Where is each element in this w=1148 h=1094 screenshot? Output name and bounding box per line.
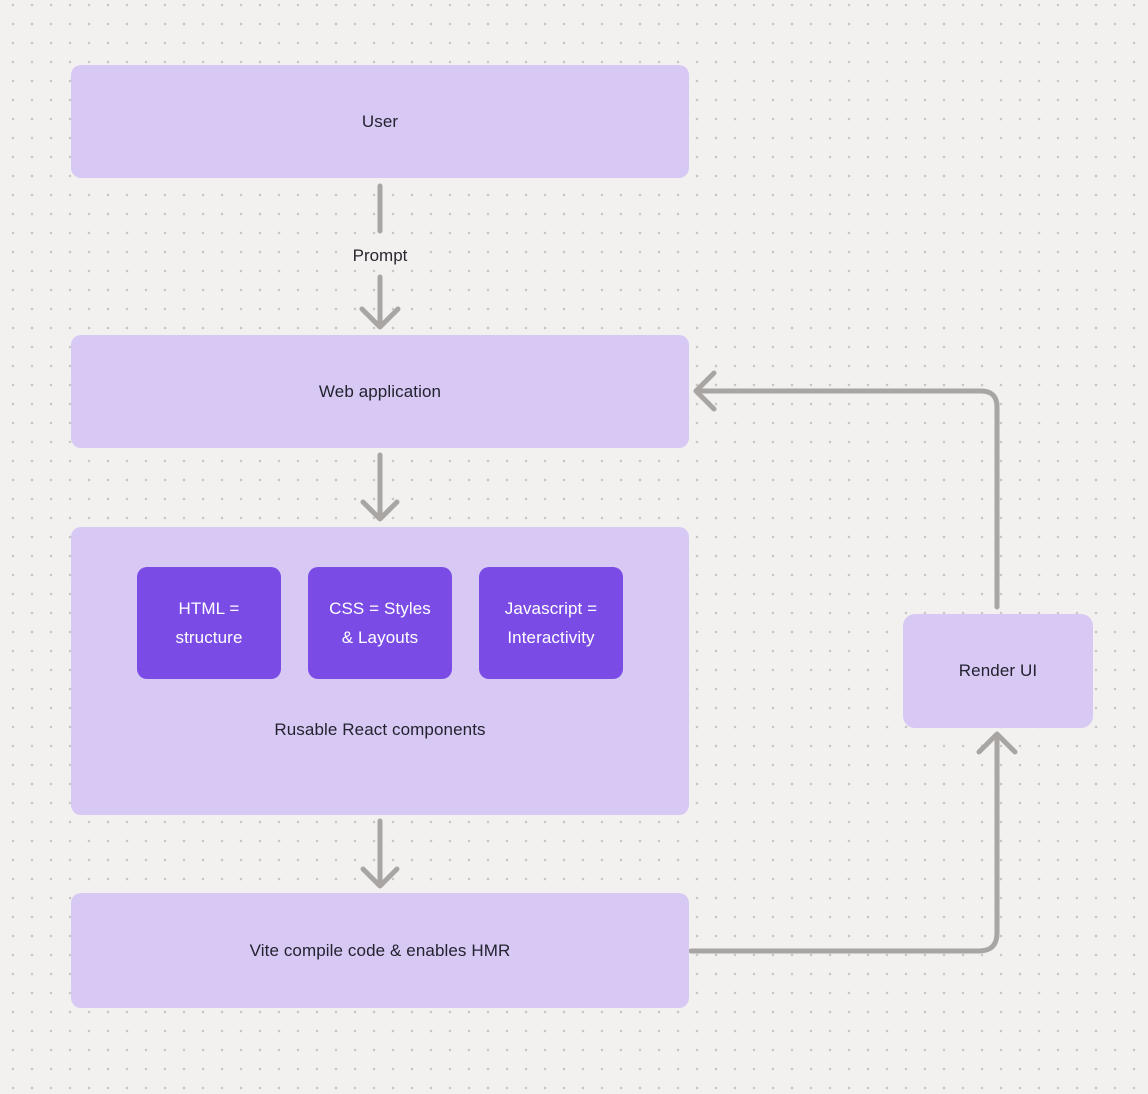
arrowhead-down-icon — [360, 866, 400, 889]
node-components-group[interactable]: HTML = structure CSS = Styles & Layouts … — [71, 527, 689, 815]
node-web-application[interactable]: Web application — [71, 335, 689, 448]
chip-javascript-line1: Javascript = — [504, 599, 598, 618]
arrowhead-left-icon — [693, 370, 717, 412]
chip-html[interactable]: HTML = structure — [137, 567, 281, 679]
edge-label-prompt: Prompt — [346, 244, 414, 268]
chip-css-line2: & Layouts — [341, 628, 419, 647]
node-render-ui[interactable]: Render UI — [903, 614, 1093, 728]
chip-css-line1: CSS = Styles — [329, 599, 431, 618]
edge-components-to-vite — [360, 818, 400, 889]
chip-css[interactable]: CSS = Styles & Layouts — [308, 567, 452, 679]
arrowhead-down-icon — [360, 499, 400, 522]
edge-line — [697, 388, 1000, 610]
node-user[interactable]: User — [71, 65, 689, 178]
node-render-ui-label: Render UI — [958, 661, 1038, 680]
arrowhead-up-icon — [976, 731, 1018, 755]
node-user-label: User — [361, 111, 399, 131]
node-vite-label: Vite compile code & enables HMR — [249, 940, 511, 960]
component-chips-row: HTML = structure CSS = Styles & Layouts … — [137, 567, 623, 679]
arrowhead-down-icon — [359, 306, 401, 330]
node-vite[interactable]: Vite compile code & enables HMR — [71, 893, 689, 1008]
edge-webapp-to-components — [360, 452, 400, 522]
chip-javascript[interactable]: Javascript = Interactivity — [479, 567, 623, 679]
chip-javascript-line2: Interactivity — [507, 628, 595, 647]
chip-html-line1: HTML = — [178, 599, 240, 618]
node-web-application-label: Web application — [318, 381, 442, 401]
edge-line — [688, 734, 1000, 954]
node-components-label: Rusable React components — [274, 720, 486, 739]
edge-render-to-webapp — [693, 370, 1000, 610]
edge-vite-to-render — [688, 731, 1018, 954]
chip-html-line2: structure — [175, 628, 243, 647]
